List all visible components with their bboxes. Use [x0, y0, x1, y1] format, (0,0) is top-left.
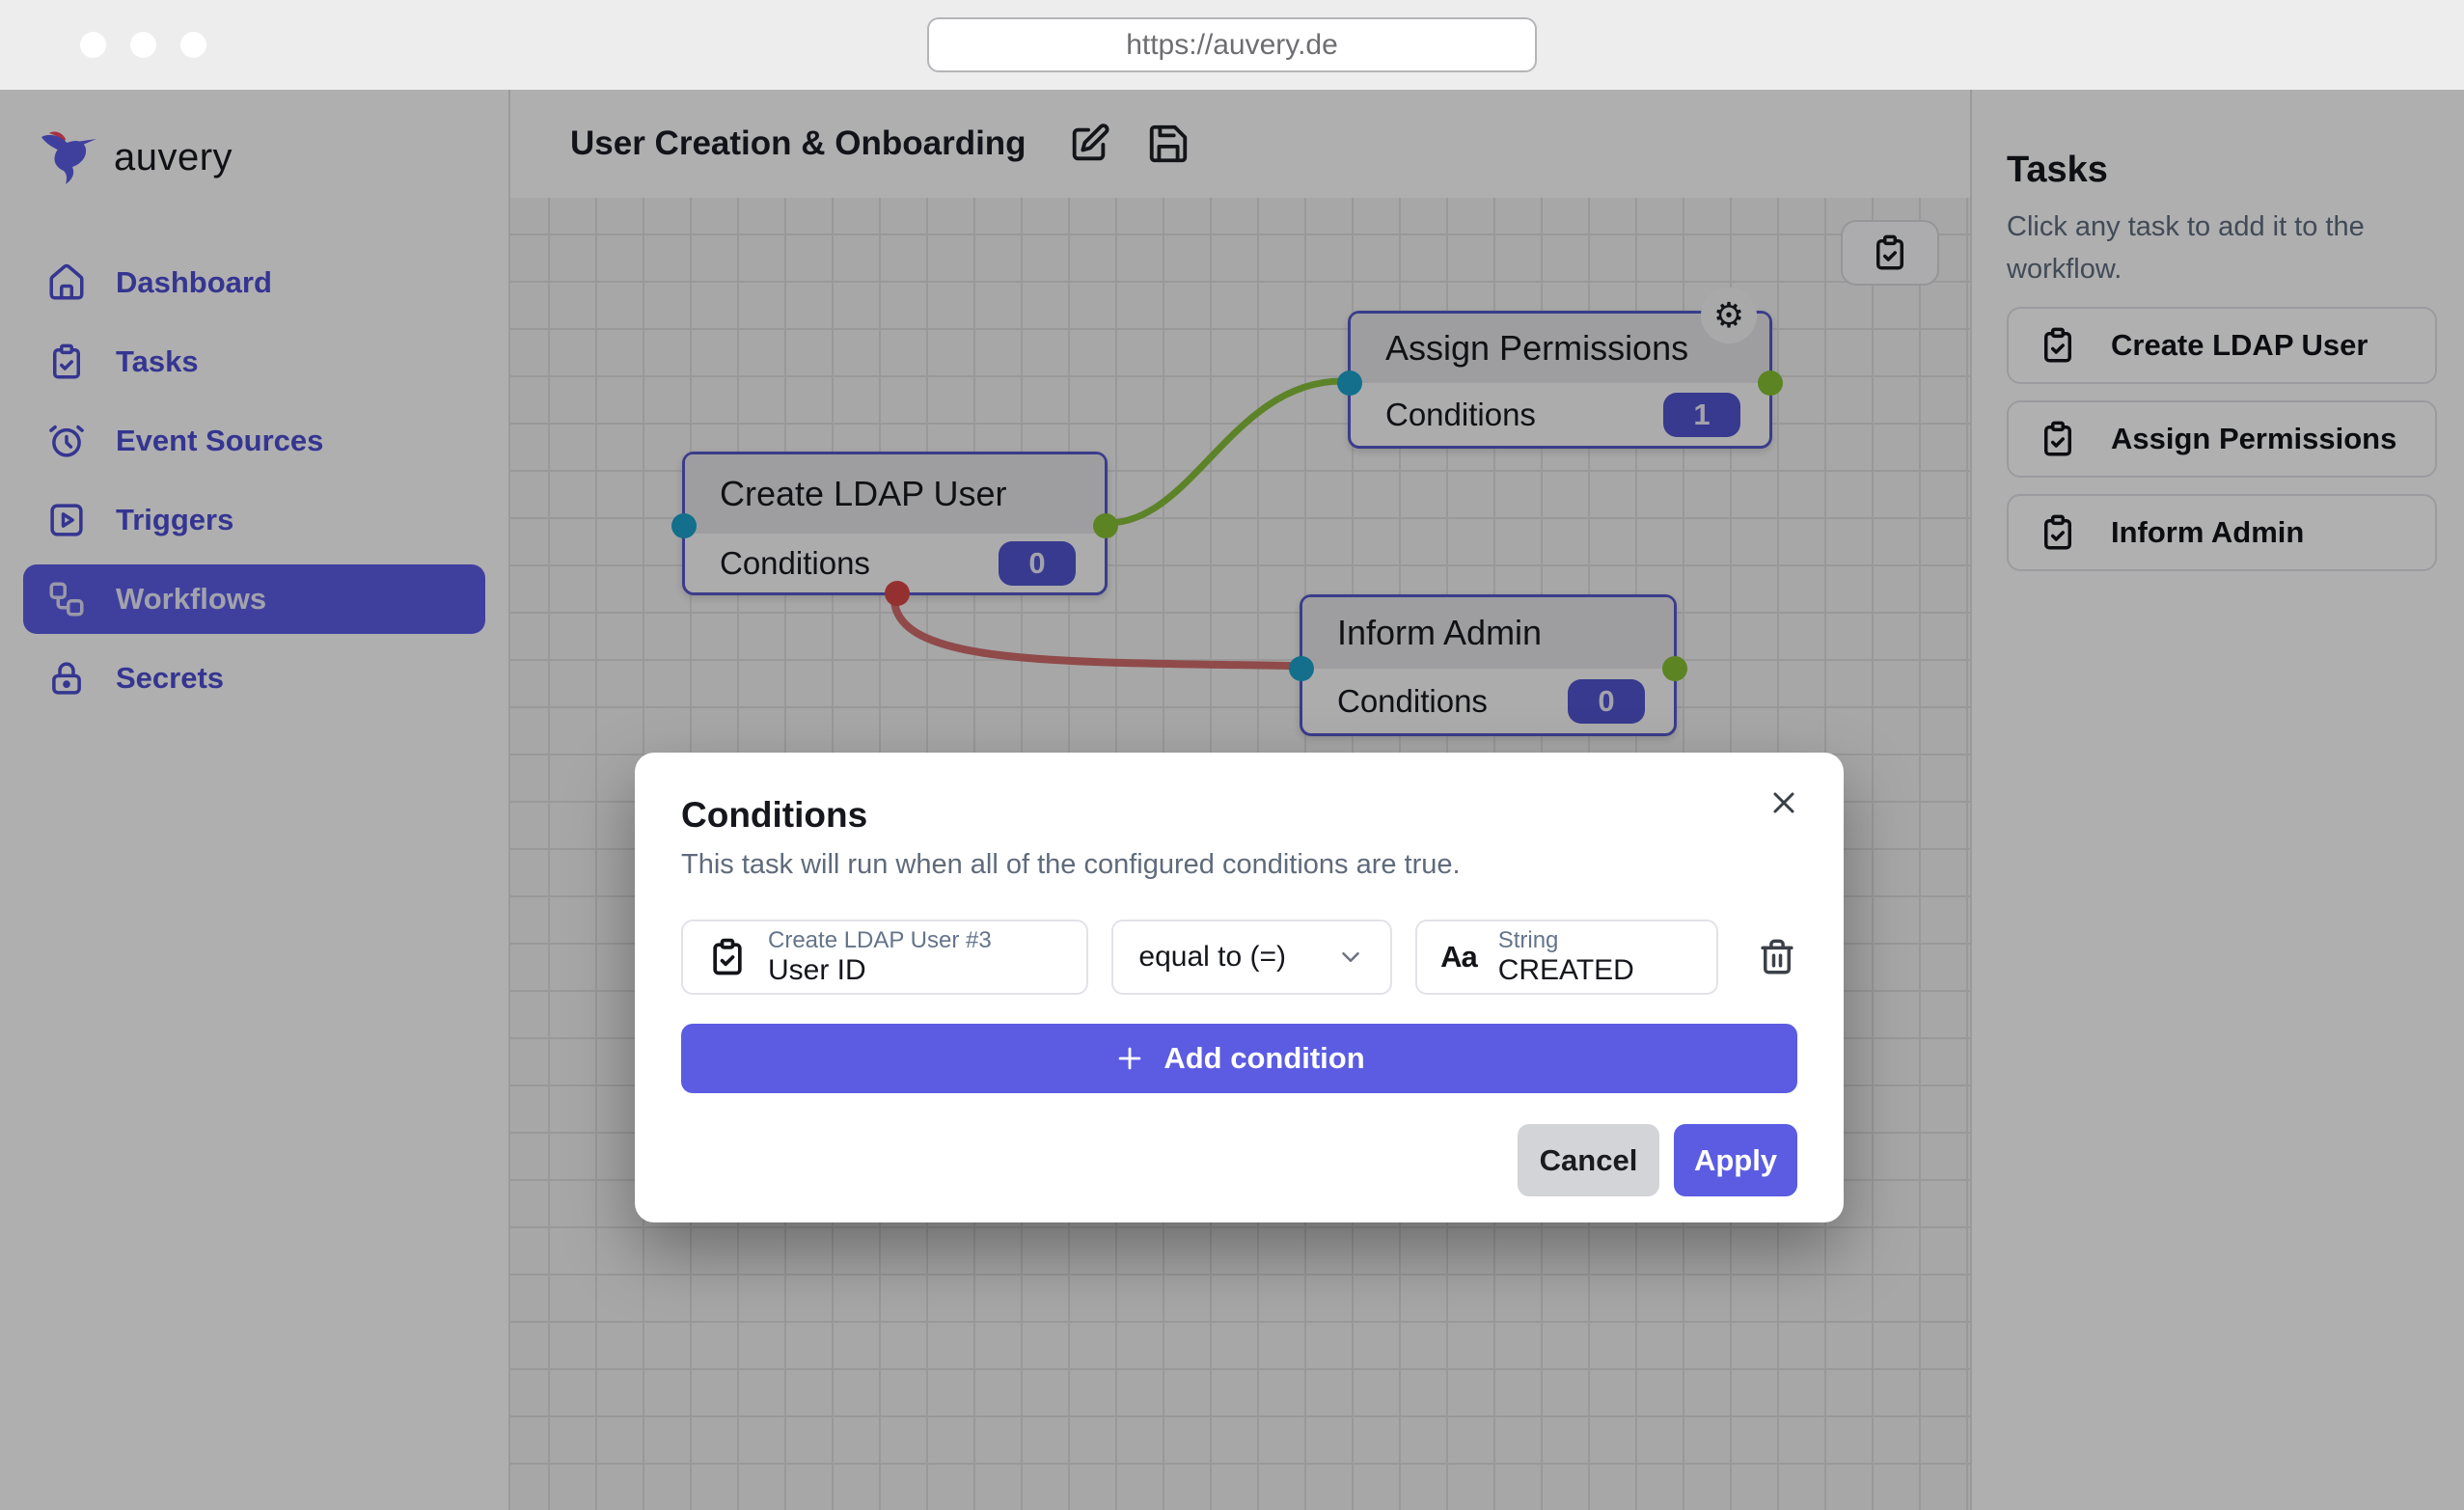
condition-value: CREATED	[1498, 954, 1634, 988]
browser-chrome: https://auvery.de	[0, 0, 2464, 90]
condition-source-output: User ID	[768, 954, 992, 988]
modal-description: This task will run when all of the confi…	[681, 849, 1797, 881]
chevron-down-icon	[1336, 943, 1365, 972]
letter-case-icon: Aa	[1440, 940, 1477, 975]
modal-footer: Cancel Apply	[681, 1124, 1797, 1196]
operator-value: equal to (=)	[1138, 941, 1286, 974]
condition-value-type: String	[1498, 927, 1634, 954]
url-bar[interactable]: https://auvery.de	[927, 17, 1537, 72]
delete-condition-button[interactable]	[1757, 937, 1797, 977]
window-close-dot[interactable]	[80, 32, 106, 58]
close-x-icon	[1766, 785, 1801, 820]
modal-title: Conditions	[681, 795, 1797, 836]
trash-icon	[1757, 937, 1797, 977]
plus-icon	[1113, 1042, 1146, 1075]
url-text: https://auvery.de	[1126, 29, 1338, 62]
window-zoom-dot[interactable]	[180, 32, 206, 58]
condition-source-field[interactable]: Create LDAP User #3 User ID	[681, 920, 1088, 995]
modal-close-button[interactable]	[1766, 785, 1801, 823]
clipboard-check-icon	[706, 936, 749, 978]
condition-row: Create LDAP User #3 User ID equal to (=)…	[681, 920, 1797, 995]
app-root: auvery Dashboard Tasks Event Sources Tri…	[0, 90, 2464, 1510]
apply-button[interactable]: Apply	[1674, 1124, 1797, 1196]
condition-value-field[interactable]: Aa String CREATED	[1415, 920, 1718, 995]
conditions-modal: Conditions This task will run when all o…	[635, 753, 1844, 1222]
add-condition-label: Add condition	[1164, 1041, 1364, 1076]
cancel-button[interactable]: Cancel	[1518, 1124, 1659, 1196]
add-condition-button[interactable]: Add condition	[681, 1024, 1797, 1093]
window-minimize-dot[interactable]	[130, 32, 156, 58]
condition-operator-select[interactable]: equal to (=)	[1111, 920, 1392, 995]
condition-source-task: Create LDAP User #3	[768, 927, 992, 954]
